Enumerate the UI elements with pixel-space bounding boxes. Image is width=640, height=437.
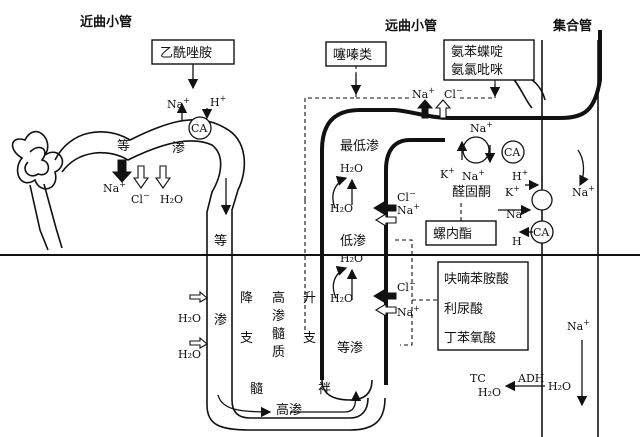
ion-na-collecting-right: Na+ xyxy=(572,184,595,199)
ascending-limb-inner xyxy=(384,138,445,385)
label-adh: ADH xyxy=(517,372,544,385)
ion-na-collecting-lower: Na+ xyxy=(567,318,590,333)
medulla-labels: 降 支 高 渗 髓 质 升 支 髓 袢 高渗 等渗 xyxy=(240,290,363,418)
label-iso-descending: 等 xyxy=(214,233,227,249)
ion-h-collecting: H xyxy=(512,235,522,248)
ion-na-distal-pump: Na+ xyxy=(470,120,493,135)
ion-na-asc-upper: Na+ xyxy=(397,202,420,217)
label-low-osmotic: 低渗 xyxy=(340,234,366,249)
ion-na-proximal: Na+ xyxy=(103,180,126,195)
medulla-high-char-2: 渗 xyxy=(272,309,285,324)
ca-label-distal: CA xyxy=(504,146,521,159)
medulla-descending-char-1: 降 xyxy=(240,291,253,306)
ion-na-proximal-top: Na+ xyxy=(167,96,190,111)
label-tc: TC xyxy=(470,372,486,385)
medulla-ascending-char-2: 支 xyxy=(303,331,316,346)
ca-label-proximal: CA xyxy=(191,122,208,135)
ion-na-distal-mid: Na+ xyxy=(462,168,485,183)
ion-h2o-descending-1: H₂O xyxy=(178,312,201,325)
drug-etacrynic: 利尿酸 xyxy=(444,302,483,317)
pump-circle-collecting xyxy=(531,189,553,211)
ion-k-collecting: K+ xyxy=(505,184,520,199)
ca-enzyme-distal xyxy=(501,140,525,164)
medulla-loop-char-2: 袢 xyxy=(318,382,331,397)
ion-h-distal: H+ xyxy=(512,168,528,183)
ca-label-collecting: CA xyxy=(533,226,550,239)
pump-circle-distal xyxy=(462,136,490,164)
ion-na-distal-top: Na+ xyxy=(412,86,435,101)
medulla-loop-char-1: 髓 xyxy=(250,382,263,397)
title-proximal-tubule: 近曲小管 xyxy=(80,14,132,30)
medulla-high-char-4: 质 xyxy=(272,345,285,360)
ion-h2o-descending-2: H₂O xyxy=(178,348,201,361)
drug-thiazides: 噻嗪类 xyxy=(333,47,372,63)
ion-na-collecting-mid: Na xyxy=(506,208,523,221)
ion-cl-asc-lower: Cl− xyxy=(397,279,416,294)
drug-spironolactone: 螺内酯 xyxy=(433,226,472,242)
ion-h2o-tc: H₂O xyxy=(478,386,501,399)
ion-h2o-asc-mid: H₂O xyxy=(340,252,363,265)
drug-acetazolamide: 乙酰唑胺 xyxy=(160,45,212,61)
ion-h2o-proximal: H₂O xyxy=(160,193,183,206)
title-collecting-duct: 集合管 xyxy=(552,18,592,34)
drug-furosemide: 呋喃苯胺酸 xyxy=(444,272,509,287)
box-thiazides xyxy=(325,41,387,67)
medulla-high-char-3: 髓 xyxy=(272,327,285,342)
ion-na-asc-lower: Na+ xyxy=(397,304,420,319)
ion-h2o-asc-lower: H₂O xyxy=(330,292,353,305)
proximal-tubule-inner xyxy=(61,140,386,431)
label-lowest-osmotic: 最低渗 xyxy=(340,139,379,154)
ion-h2o-asc-top: H₂O xyxy=(340,162,363,175)
ion-cl-proximal: Cl− xyxy=(131,191,150,206)
ion-h2o-asc-left: H₂O xyxy=(330,202,353,215)
drug-triamterene: 氨苯蝶啶 xyxy=(451,45,503,60)
ion-h-proximal-top: H+ xyxy=(210,94,226,109)
medulla-ascending-char-1: 升 xyxy=(303,291,316,306)
ion-k-distal: K+ xyxy=(440,166,455,181)
drug-amiloride: 氨氯吡咪 xyxy=(451,63,503,78)
box-loop-diuretics xyxy=(437,261,529,351)
drug-bumetanide: 丁苯氧酸 xyxy=(444,331,496,346)
glomerulus xyxy=(11,130,64,251)
label-seep-descending: 渗 xyxy=(214,313,227,328)
label-aldosterone: 醛固酮 xyxy=(452,184,491,200)
box-potassium-sparing xyxy=(443,39,535,81)
ca-enzyme-proximal xyxy=(188,116,212,140)
label-iso-proximal-2: 渗 xyxy=(172,141,185,156)
label-high-osmotic-loop: 高渗 xyxy=(276,402,302,418)
title-distal-tubule: 远曲小管 xyxy=(385,18,437,34)
ion-cl-distal-top: Cl− xyxy=(444,86,463,101)
proximal-tubule xyxy=(54,119,369,419)
label-iso-proximal-1: 等 xyxy=(117,138,130,154)
ion-cl-asc-upper: Cl− xyxy=(397,189,416,204)
ion-h2o-adh: H₂O xyxy=(548,380,571,393)
medulla-high-char-1: 高 xyxy=(272,290,285,306)
label-iso-ascending: 等渗 xyxy=(337,340,363,356)
medulla-descending-char-2: 支 xyxy=(240,331,253,346)
